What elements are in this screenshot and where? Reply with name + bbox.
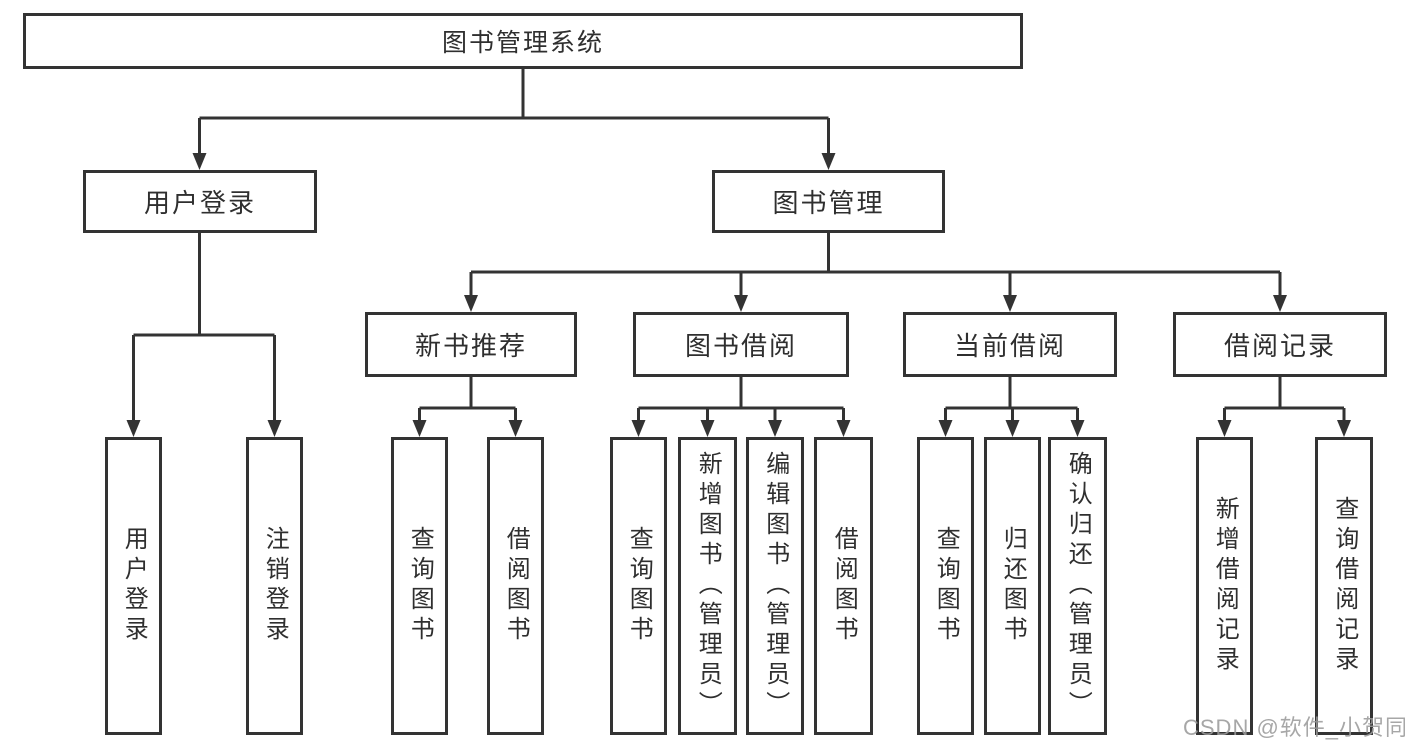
arrowhead-icon <box>1003 295 1017 312</box>
node-current-borrowing: 当前借阅 <box>903 312 1117 377</box>
node-new-book-recommendation: 新书推荐 <box>365 312 577 377</box>
leaf-edit-books-admin-label: 编辑图书（管理员） <box>761 451 789 721</box>
node-new-book-recommendation-label: 新书推荐 <box>414 331 527 361</box>
node-user-login: 用户登录 <box>83 170 317 233</box>
arrowhead-icon <box>938 420 953 437</box>
leaf-borrow-books-recommend: 借阅图书 <box>487 437 544 735</box>
leaf-edit-books-admin: 编辑图书（管理员） <box>746 437 804 735</box>
leaf-confirm-return-admin-label: 确认归还（管理员） <box>1064 451 1092 721</box>
leaf-borrow-books-recommend-label: 借阅图书 <box>502 526 530 646</box>
node-book-management: 图书管理 <box>712 170 945 233</box>
arrowhead-icon <box>508 420 523 437</box>
arrowhead-icon <box>126 420 141 437</box>
leaf-borrow-books-borrowing-label: 借阅图书 <box>830 526 858 646</box>
node-book-management-label: 图书管理 <box>772 188 885 218</box>
node-current-borrowing-label: 当前借阅 <box>953 331 1066 361</box>
arrowhead-icon <box>768 420 782 437</box>
arrowhead-icon <box>464 295 478 312</box>
leaf-add-borrowing-record-label: 新增借阅记录 <box>1211 496 1239 676</box>
node-library-management-system-label: 图书管理系统 <box>441 29 604 57</box>
arrowhead-icon <box>412 420 427 437</box>
arrowhead-icon <box>734 295 748 312</box>
leaf-logout: 注销登录 <box>246 437 303 735</box>
leaf-query-books-borrowing: 查询图书 <box>610 437 667 735</box>
node-book-borrowing: 图书借阅 <box>633 312 849 377</box>
arrowhead-icon <box>836 420 851 437</box>
leaf-logout-label: 注销登录 <box>261 526 289 646</box>
node-borrowing-records: 借阅记录 <box>1173 312 1387 377</box>
arrowhead-icon <box>1273 295 1287 312</box>
leaf-user-login: 用户登录 <box>105 437 162 735</box>
leaf-return-books-label: 归还图书 <box>999 526 1027 646</box>
csdn-watermark: CSDN @软件_小贺同学 <box>1183 715 1405 740</box>
node-book-borrowing-label: 图书借阅 <box>684 331 797 361</box>
leaf-add-books-admin-label: 新增图书（管理员） <box>694 451 722 721</box>
leaf-query-books-borrowing-label: 查询图书 <box>625 526 653 646</box>
leaf-confirm-return-admin: 确认归还（管理员） <box>1048 437 1107 735</box>
node-user-login-label: 用户登录 <box>143 188 256 218</box>
arrowhead-icon <box>1005 420 1020 437</box>
arrowhead-icon <box>192 153 207 170</box>
arrowhead-icon <box>1217 420 1232 437</box>
arrowhead-icon <box>700 420 715 437</box>
leaf-return-books: 归还图书 <box>984 437 1041 735</box>
leaf-add-books-admin: 新增图书（管理员） <box>678 437 737 735</box>
arrowhead-icon <box>821 153 836 170</box>
arrowhead-icon <box>267 420 282 437</box>
leaf-user-login-label: 用户登录 <box>120 526 148 646</box>
leaf-query-books-recommend: 查询图书 <box>391 437 448 735</box>
leaf-borrow-books-borrowing: 借阅图书 <box>814 437 873 735</box>
node-library-management-system: 图书管理系统 <box>23 13 1023 69</box>
leaf-add-borrowing-record: 新增借阅记录 <box>1196 437 1253 735</box>
arrowhead-icon <box>1070 420 1085 437</box>
leaf-query-borrowing-record: 查询借阅记录 <box>1315 437 1373 735</box>
arrowhead-icon <box>1337 420 1351 437</box>
arrowhead-icon <box>631 420 646 437</box>
leaf-query-books-recommend-label: 查询图书 <box>406 526 434 646</box>
node-borrowing-records-label: 借阅记录 <box>1223 331 1336 361</box>
leaf-query-books-current: 查询图书 <box>917 437 974 735</box>
leaf-query-borrowing-record-label: 查询借阅记录 <box>1330 496 1358 676</box>
leaf-query-books-current-label: 查询图书 <box>932 526 960 646</box>
